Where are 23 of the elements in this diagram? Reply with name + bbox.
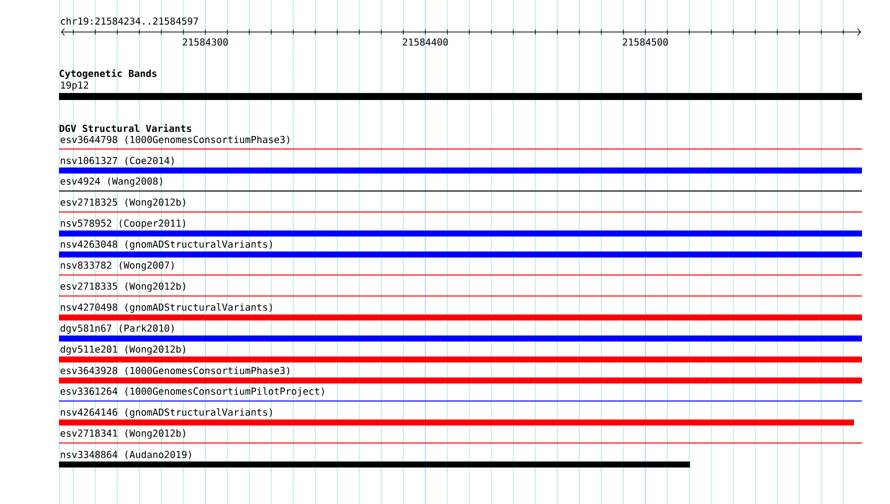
feature-label: 19p12 xyxy=(61,81,88,91)
track-heading: DGV Structural Variants xyxy=(60,124,192,132)
feature-label: nsv833782 (Wong2007) xyxy=(60,261,174,271)
feature-label: nsv3348864 (Audano2019) xyxy=(60,450,191,460)
feature-label: esv2718325 (Wong2012b) xyxy=(60,198,186,208)
feature-label: esv3644798 (1000GenomesConsortiumPhase3) xyxy=(60,136,290,144)
feature-label: esv2718341 (Wong2012b) xyxy=(60,429,186,439)
feature-label: dgv581n67 (Park2010) xyxy=(60,324,174,334)
tick-label: 21584300 xyxy=(182,38,228,46)
tick-label: 21584500 xyxy=(622,38,668,46)
feature-label: esv2718335 (Wong2012b) xyxy=(60,282,186,292)
feature-label: nsv4264146 (gnomADStructuralVariants) xyxy=(60,408,272,418)
feature-label: nsv1061327 (Coe2014) xyxy=(60,156,174,166)
feature-label: nsv4263048 (gnomADStructuralVariants) xyxy=(60,240,272,250)
feature-label: esv3361264 (1000GenomesConsortiumPilotProject) xyxy=(60,387,324,397)
feature-label: nsv578952 (Cooper2011) xyxy=(60,219,186,229)
track-heading: Cytogenetic Bands xyxy=(60,69,156,79)
feature-label: dgv511e201 (Wong2012b) xyxy=(60,345,186,355)
feature-label: esv3643928 (1000GenomesConsortiumPhase3) xyxy=(60,366,290,376)
feature-label: esv4924 (Wang2008) xyxy=(60,177,162,187)
feature-label: nsv4270498 (gnomADStructuralVariants) xyxy=(60,303,272,313)
tick-label: 21584400 xyxy=(402,38,448,46)
position-label: chr19:21584234..21584597 xyxy=(60,17,198,25)
